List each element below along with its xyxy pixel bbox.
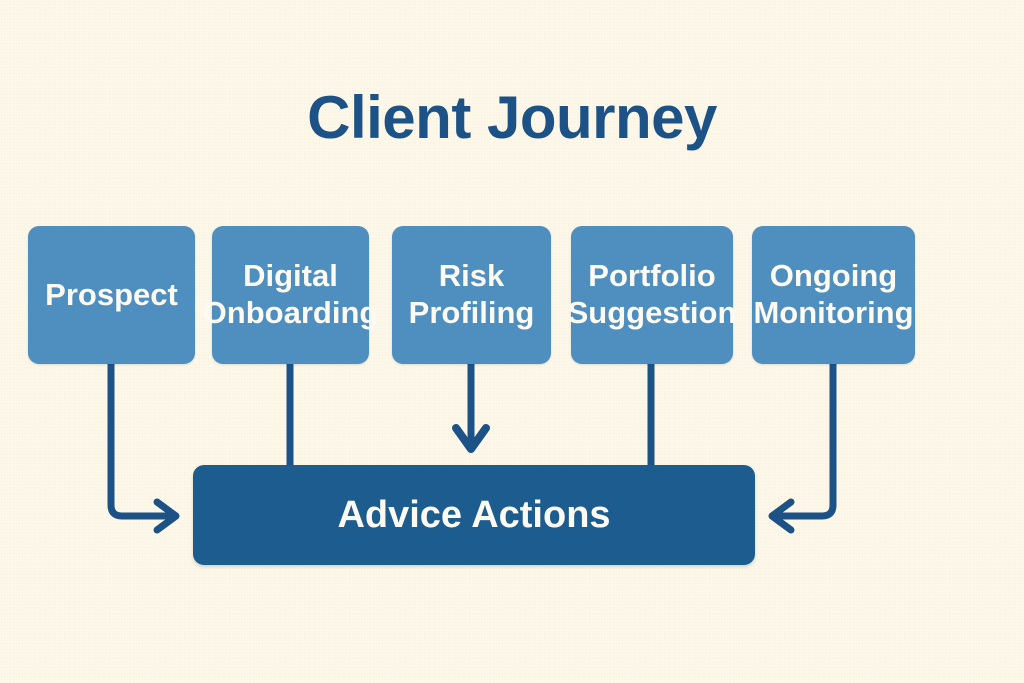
arrowhead-right-icon [153, 498, 180, 534]
stage-box-risk-profiling[interactable]: Risk Profiling [392, 226, 551, 364]
page-title: Client Journey [307, 84, 717, 151]
stage-box-prospect[interactable]: Prospect [28, 226, 195, 364]
stage-label: Digital Onboarding [202, 258, 379, 330]
stage-label: Risk Profiling [408, 258, 535, 330]
stage-label: Ongoing Monitoring [753, 258, 914, 330]
hub-label: Advice Actions [337, 493, 611, 536]
stage-box-portfolio-suggestion[interactable]: Portfolio Suggestion [568, 226, 736, 364]
hub-box-advice-actions[interactable]: Advice Actions [193, 465, 755, 565]
stage-box-ongoing-monitoring[interactable]: Ongoing Monitoring [752, 226, 915, 364]
stage-label: Prospect [45, 276, 178, 312]
connector-prospect [107, 360, 180, 534]
arrowhead-down-icon [452, 424, 490, 453]
stage-label: Portfolio Suggestion [567, 258, 737, 330]
connector-ongoing-monitoring [768, 360, 837, 534]
arrowhead-left-icon [768, 498, 795, 534]
stage-box-digital-onboarding[interactable]: Digital Onboarding [203, 226, 378, 364]
connector-risk-profiling [452, 360, 490, 453]
